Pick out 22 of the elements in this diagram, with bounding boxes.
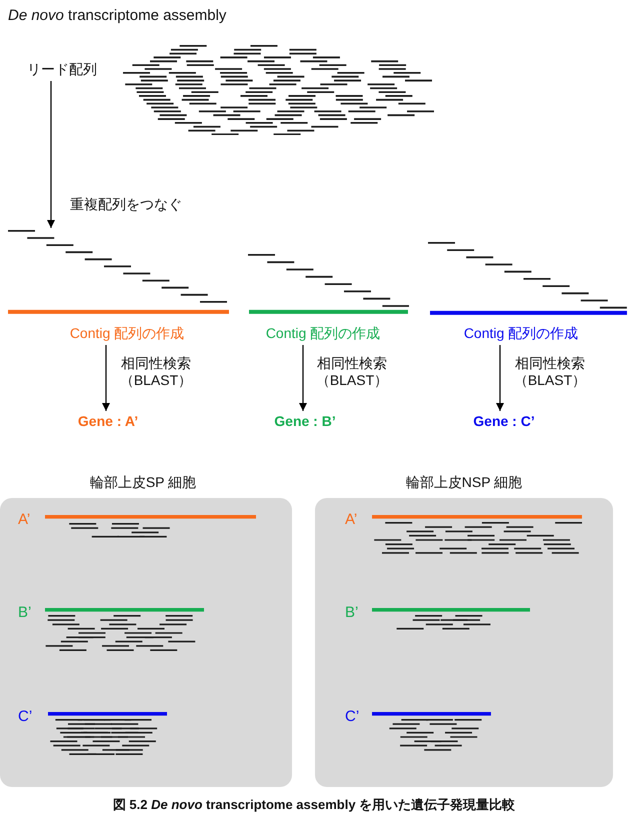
arrow [47, 81, 55, 228]
arrow [299, 345, 307, 411]
row-label: B’ [18, 604, 32, 621]
gene-label: Gene : B’ [274, 413, 336, 430]
panel-heading: 輪部上皮SP 細胞 [90, 474, 196, 491]
step-label: リード配列 [27, 61, 97, 78]
panel-heading: 輪部上皮NSP 細胞 [406, 474, 522, 491]
arrow [102, 345, 110, 411]
diagram-title: De novo transcriptome assembly [8, 6, 226, 25]
step-label: Contig 配列の作成 [266, 325, 380, 342]
arrow [496, 345, 504, 411]
row-label: A’ [345, 511, 358, 528]
row-label: B’ [345, 604, 358, 621]
step-label: Contig 配列の作成 [464, 325, 578, 342]
step-label: Contig 配列の作成 [70, 325, 184, 342]
row-label: A’ [18, 511, 30, 528]
gene-label: Gene : C’ [473, 413, 535, 430]
row-label: C’ [18, 708, 32, 725]
figure-caption: 図 5.2 De novo transcriptome assembly を用いた遺伝子発現量比較 [112, 797, 516, 813]
gene-label: Gene : A’ [78, 413, 138, 430]
edge-label: 重複配列をつなぐ [70, 196, 182, 213]
row-label: C’ [345, 708, 360, 725]
